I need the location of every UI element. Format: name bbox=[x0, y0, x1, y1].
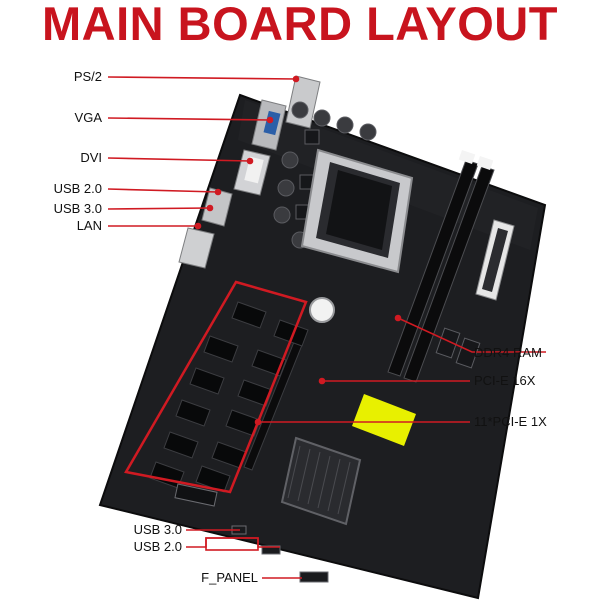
cpu-socket bbox=[300, 148, 414, 323]
callout-lines bbox=[107, 75, 546, 579]
label-usb30-bottom: USB 3.0 bbox=[133, 522, 182, 537]
atx-power-connector bbox=[475, 219, 515, 301]
label-f-panel: F_PANEL bbox=[201, 570, 258, 585]
label-dvi: DVI bbox=[80, 150, 102, 165]
label-usb30-top: USB 3.0 bbox=[53, 201, 102, 216]
sata-ports bbox=[435, 327, 481, 369]
label-pcie-1x: 11*PCI-E 1X bbox=[474, 414, 547, 429]
label-usb20-top: USB 2.0 bbox=[53, 181, 102, 196]
chipset-heatsink bbox=[280, 436, 362, 526]
label-usb20-bottom: USB 2.0 bbox=[133, 539, 182, 554]
highlight-region bbox=[352, 394, 416, 446]
pcie-1x-slots bbox=[149, 301, 309, 493]
label-pcie-16x: PCI-E 16X bbox=[474, 373, 536, 388]
pcie-outline bbox=[124, 280, 308, 494]
label-ps2: PS/2 bbox=[73, 69, 102, 84]
label-lan: LAN bbox=[76, 218, 102, 233]
ddr4-slots bbox=[387, 149, 495, 383]
label-vga: VGA bbox=[74, 110, 102, 125]
page-title: MAIN BOARD LAYOUT bbox=[42, 0, 558, 50]
vrm-capacitors bbox=[273, 101, 377, 249]
label-ddr4-ram: DDR4 RAM bbox=[474, 345, 542, 360]
